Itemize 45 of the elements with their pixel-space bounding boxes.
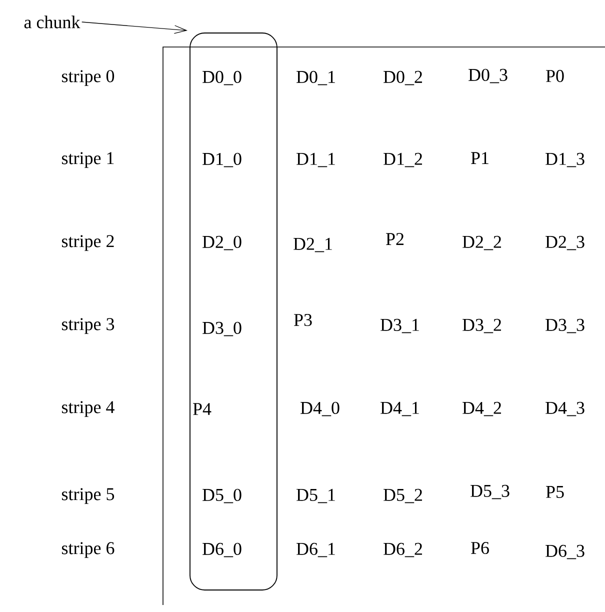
block-label: D2_3 <box>546 236 584 250</box>
block-label: D6_1 <box>296 542 335 558</box>
block-label: D3_3 <box>546 318 584 334</box>
block-label: D4_0 <box>300 402 340 416</box>
block-label: D1_2 <box>384 152 422 168</box>
block-label: D2_2 <box>462 236 501 250</box>
block-label: D3_0 <box>202 322 242 336</box>
block-label: D5_3 <box>470 484 510 500</box>
block-label: P1 <box>471 152 488 164</box>
block-label: D5_0 <box>202 488 242 504</box>
stripe-label: stripe 1 <box>62 152 114 168</box>
block-label: D0_3 <box>468 68 508 84</box>
stripe-label: stripe 3 <box>62 318 114 334</box>
block-label: D5_1 <box>296 488 335 504</box>
stripe-label: stripe 2 <box>62 235 114 251</box>
stripe-label: stripe 4 <box>62 401 114 417</box>
block-label: P4 <box>193 403 212 415</box>
block-label: D3_1 <box>380 318 419 334</box>
block-label: D1_1 <box>296 152 335 168</box>
block-label: P6 <box>471 542 489 554</box>
stripe-label: stripe 6 <box>62 542 114 558</box>
chunk-label: a chunk <box>24 16 80 28</box>
block-label: D4_2 <box>462 402 501 416</box>
block-label: P0 <box>546 70 564 82</box>
block-label: P2 <box>386 233 404 245</box>
block-label: D0_0 <box>202 70 242 86</box>
stripe-label: stripe 0 <box>62 70 114 86</box>
block-label: D0_2 <box>384 70 422 86</box>
block-label: P3 <box>294 314 312 326</box>
block-label: D4_1 <box>380 402 419 416</box>
block-label: D1_3 <box>546 152 584 168</box>
block-label: D3_2 <box>462 318 501 334</box>
block-label: D6_3 <box>546 544 584 560</box>
block-label: D2_0 <box>202 236 242 250</box>
block-label: D2_1 <box>294 238 332 252</box>
block-label: D1_0 <box>202 152 242 168</box>
block-label: D4_3 <box>546 402 584 416</box>
block-label: D0_1 <box>296 70 335 86</box>
chunk-outline <box>190 32 278 590</box>
block-label: D6_0 <box>202 542 242 558</box>
block-label: D5_2 <box>384 488 422 504</box>
stripe-label: stripe 5 <box>62 488 114 504</box>
block-label: D6_2 <box>384 542 422 558</box>
arrow <box>82 22 188 34</box>
block-label: P5 <box>546 486 564 498</box>
